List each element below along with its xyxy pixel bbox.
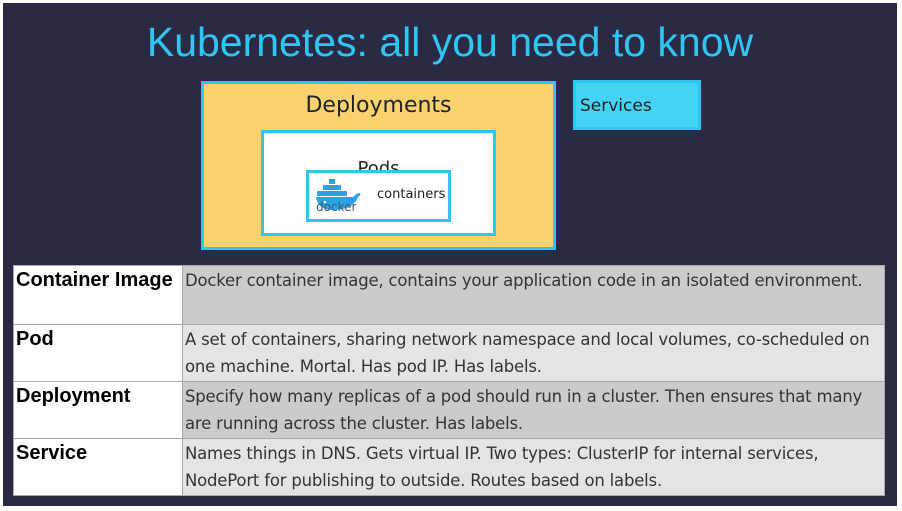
containers-label: containers [377, 187, 446, 202]
pods-box: Pods [261, 130, 496, 236]
services-label: Services [580, 96, 652, 116]
deployments-label: Deployments [305, 93, 452, 118]
docker-whale-icon [316, 179, 361, 210]
term-cell: Deployment [13, 381, 183, 439]
term-cell: Container Image [13, 265, 183, 325]
description-cell: Specify how many replicas of a pod shoul… [182, 381, 885, 439]
description-cell: A set of containers, sharing network nam… [182, 324, 885, 382]
deployments-box: Deployments Pods [201, 81, 556, 250]
slide: Kubernetes: all you need to know Deploym… [3, 3, 897, 506]
containers-box: docker containers [306, 170, 451, 222]
description-cell: Docker container image, contains your ap… [182, 265, 885, 325]
table-row: Container Image Docker container image, … [13, 265, 885, 325]
term-cell: Pod [13, 324, 183, 382]
definitions-table: Container Image Docker container image, … [13, 265, 885, 496]
services-box: Services [573, 80, 701, 130]
slide-title: Kubernetes: all you need to know [146, 19, 754, 65]
table-row: Pod A set of containers, sharing network… [13, 324, 885, 382]
term-cell: Service [13, 438, 183, 496]
description-cell: Names things in DNS. Gets virtual IP. Tw… [182, 438, 885, 496]
table-row: Service Names things in DNS. Gets virtua… [13, 438, 885, 496]
table-row: Deployment Specify how many replicas of … [13, 381, 885, 439]
docker-logo-text: docker [316, 200, 357, 214]
